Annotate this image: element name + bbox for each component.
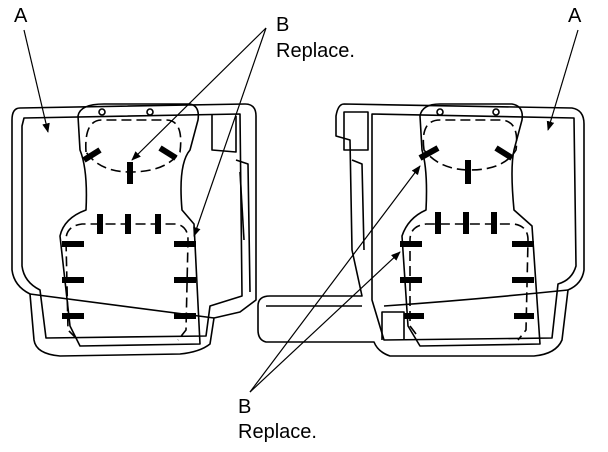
arrow-b-bot-2 bbox=[249, 251, 401, 393]
clip bbox=[158, 145, 178, 161]
label-a-left: A bbox=[14, 5, 28, 27]
clip bbox=[494, 145, 514, 161]
right-upper-wire bbox=[422, 119, 518, 171]
label-b-top: B bbox=[276, 14, 290, 36]
left-clips bbox=[62, 145, 196, 319]
left-upper-wire bbox=[85, 119, 182, 173]
left-lower-wire bbox=[65, 223, 189, 341]
right-pad-outline bbox=[257, 103, 585, 357]
label-replace-bottom: Replace. bbox=[238, 421, 317, 443]
left-pad-outline bbox=[11, 103, 257, 357]
left-pad-inner-rim bbox=[21, 113, 243, 339]
left-pad-side-flap bbox=[211, 114, 237, 153]
right-pad-inner-rim bbox=[371, 113, 577, 341]
right-pad-side-flap bbox=[343, 111, 369, 151]
arrow-b-bot-1 bbox=[249, 165, 421, 393]
right-lower-wire bbox=[409, 223, 529, 341]
right-pad-pocket bbox=[401, 103, 541, 347]
arrow-b-top-2 bbox=[193, 27, 267, 237]
arrow-a-left bbox=[23, 29, 50, 133]
label-replace-top: Replace. bbox=[276, 40, 355, 62]
clip bbox=[418, 145, 440, 161]
arrow-b-top-1 bbox=[131, 27, 267, 161]
label-a-right: A bbox=[568, 5, 582, 27]
clip bbox=[82, 147, 102, 163]
left-pad-pocket bbox=[59, 103, 201, 347]
right-pad-hinge bbox=[381, 311, 405, 340]
arrow-a-right bbox=[546, 29, 579, 131]
left-seat-pad bbox=[11, 103, 257, 357]
leader-arrows bbox=[23, 27, 579, 393]
label-b-bottom: B bbox=[238, 396, 252, 418]
right-clips bbox=[400, 145, 534, 319]
